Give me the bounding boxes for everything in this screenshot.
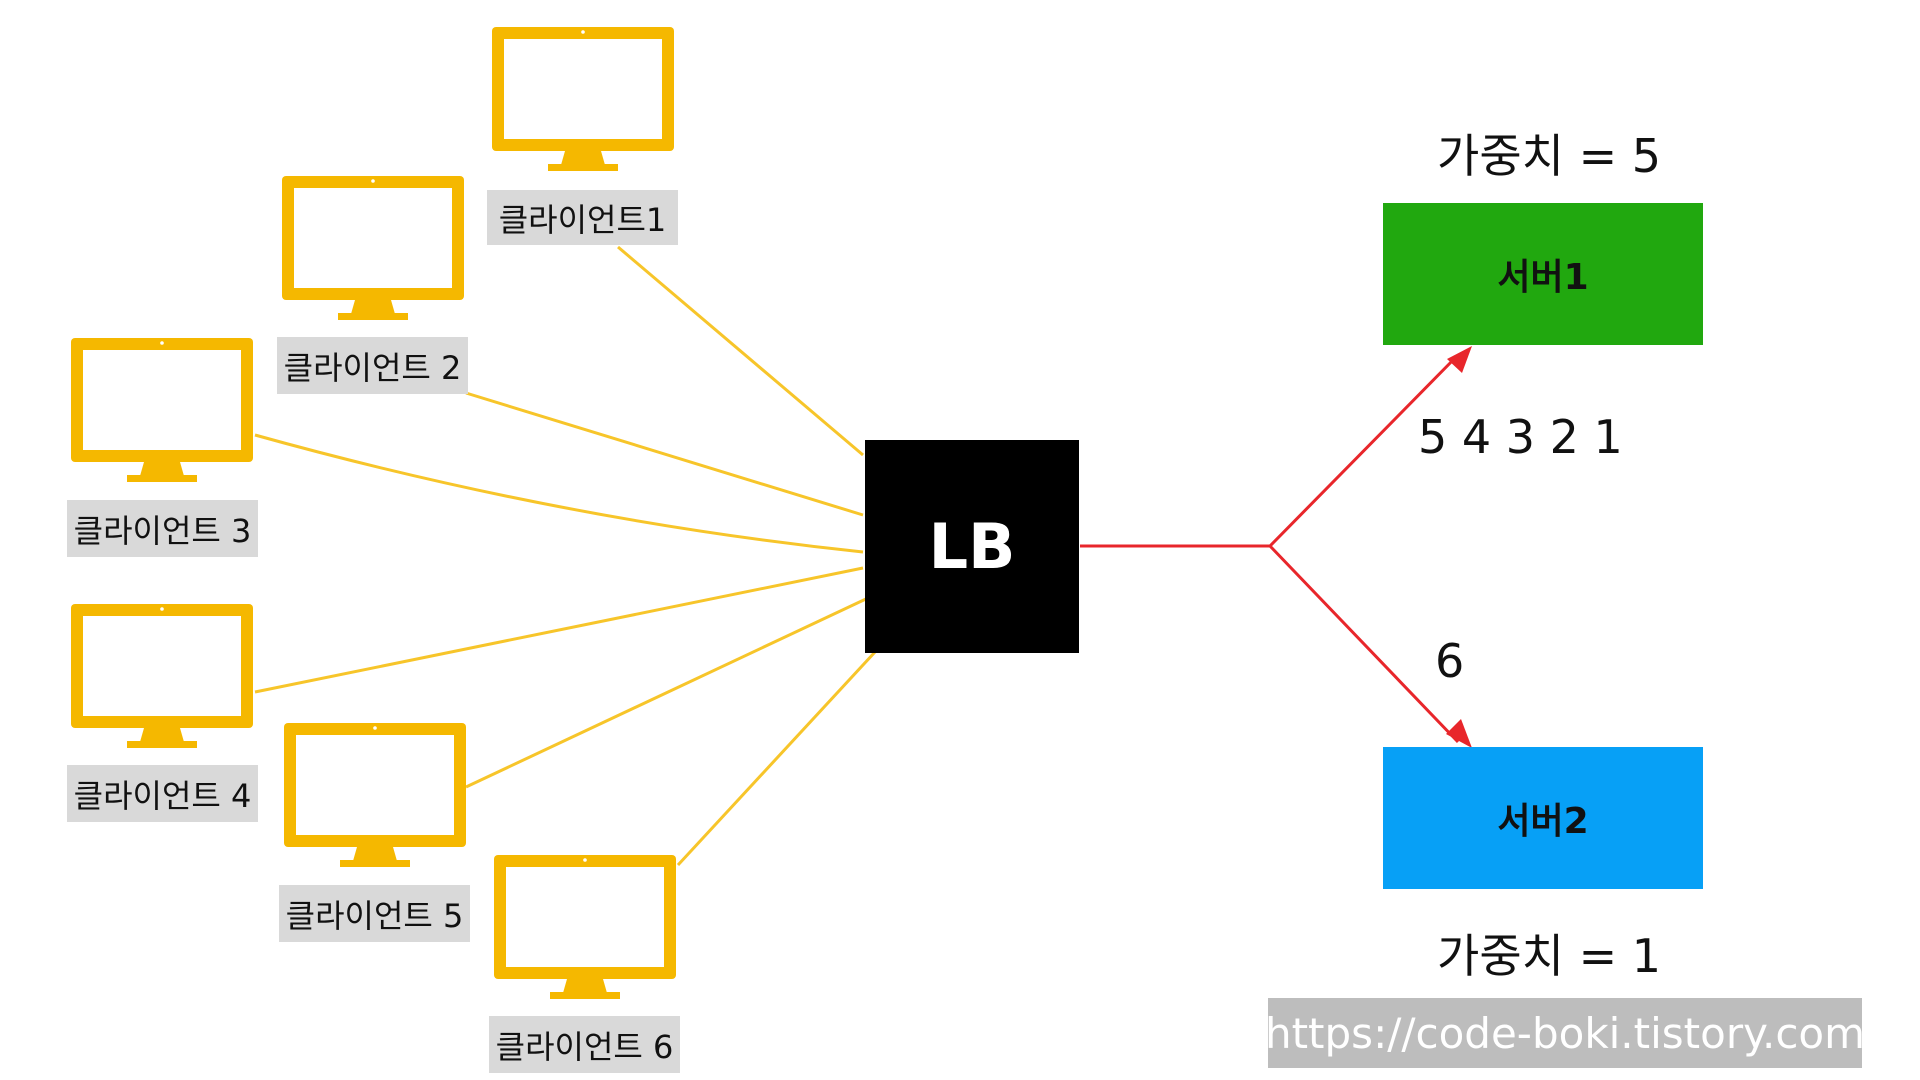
lb-to-server1-connection (1080, 353, 1460, 548)
client-6-monitor-icon (494, 855, 676, 999)
client-5-monitor-icon (284, 723, 466, 867)
server1-arrowhead-icon (1447, 346, 1472, 373)
client-2-connection (465, 391, 864, 517)
server1-weight-text: 가중치 = 5 (1437, 129, 1662, 183)
server2-label: 서버2 (1497, 801, 1589, 842)
client-2-label: 클라이언트 2 (277, 337, 468, 394)
server2-request-sequence: 6 (1435, 634, 1465, 688)
client-3-connection (254, 433, 864, 554)
client-5-connection (465, 596, 869, 789)
load-balancer-box: LB (865, 440, 1079, 653)
client-3-monitor-icon (71, 338, 253, 482)
server1-request-sequence: 5 4 3 2 1 (1418, 410, 1623, 464)
client-6-label: 클라이언트 6 (489, 1016, 680, 1073)
client-6-connection (676, 650, 877, 867)
server1-box: 서버1 (1383, 203, 1703, 345)
client-4-monitor-icon (71, 604, 253, 748)
client-4-label: 클라이언트 4 (67, 765, 258, 822)
watermark: https://code-boki.tistory.com (1264, 998, 1866, 1068)
client-1-label: 클라이언트1 (487, 190, 678, 245)
client-5-label: 클라이언트 5 (279, 885, 470, 942)
server2-box: 서버2 (1383, 747, 1703, 889)
server2-arrowhead-icon (1446, 719, 1472, 748)
client-2-monitor-icon (282, 176, 464, 320)
client-1-connection (617, 245, 864, 457)
lb-to-server2-connection (1268, 544, 1460, 744)
client-1-monitor-icon (492, 27, 674, 171)
client-4-connection (254, 566, 864, 694)
client-3-label: 클라이언트 3 (67, 500, 258, 557)
server1-label: 서버1 (1497, 257, 1589, 298)
load-balancer-label: LB (928, 510, 1016, 583)
watermark-text: https://code-boki.tistory.com (1264, 1008, 1866, 1058)
server2-weight-text: 가중치 = 1 (1437, 929, 1662, 983)
